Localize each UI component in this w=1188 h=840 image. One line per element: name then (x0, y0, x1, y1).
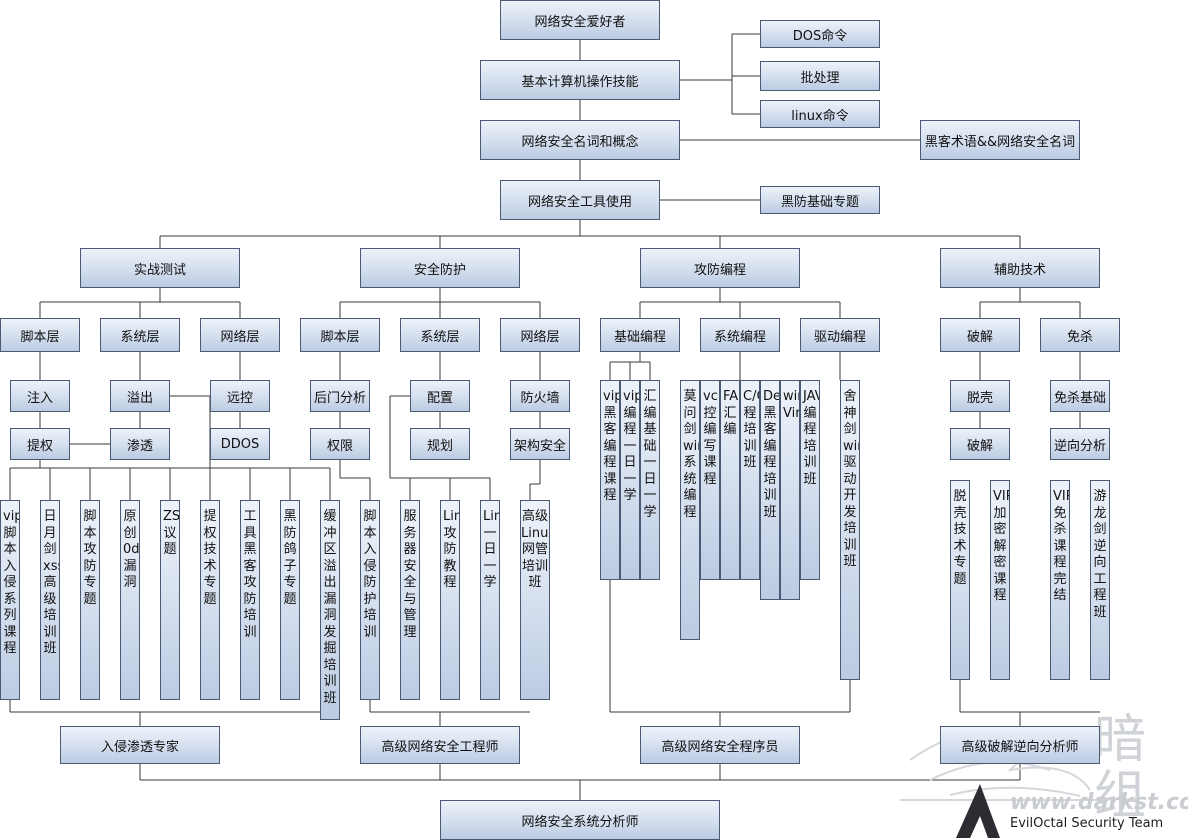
node-cracking-2: 破解 (950, 428, 1010, 460)
course-shesheng-driver: 舍神剑windows驱动开发培训班 (840, 380, 860, 680)
course-vc-remote: vc++远控编写课程 (700, 380, 720, 580)
node-basic-programming: 基础编程 (600, 318, 680, 352)
node-senior-security-programmer: 高级网络安全程序员 (640, 726, 800, 764)
node-av-evasion: 免杀 (1040, 318, 1120, 352)
course-win32pe-virus: win32PE Virus (780, 380, 800, 600)
node-linux-commands: linux命令 (760, 100, 880, 128)
course-script-attack-defense: 脚本攻防专题 (80, 500, 100, 700)
course-youlong-reverse: 游龙剑 逆向工程班 (1090, 480, 1110, 680)
node-defense-network-layer: 网络层 (500, 318, 580, 352)
course-unpacking-topic: 脱壳技术专题 (950, 480, 970, 680)
course-sun-moon-xss: 日月剑xss高级培训班 (40, 500, 60, 700)
course-tools-training: 工具黑客攻防培训 (240, 500, 260, 700)
node-permissions: 权限 (310, 428, 370, 460)
course-server-management: 服务器安全与管理 (400, 500, 420, 700)
course-vip-crypto: VIP加密解密课程 (990, 480, 1010, 680)
course-linux-admin: 高级Linux网管培训班 (520, 500, 550, 700)
node-backdoor-analysis: 后门分析 (310, 380, 370, 412)
node-security-defense: 安全防护 (360, 248, 520, 288)
node-heifang-topic: 黑防基础专题 (760, 186, 880, 214)
watermark-logo-text: 暗组 (1094, 710, 1146, 826)
node-defense-script-layer: 脚本层 (300, 318, 380, 352)
node-senior-reverse-analyst: 高级破解逆向分析师 (940, 726, 1100, 764)
node-dos-commands: DOS命令 (760, 20, 880, 48)
node-driver-programming: 驱动编程 (800, 318, 880, 352)
node-batch: 批处理 (760, 61, 880, 91)
course-original-0day: 原创0day漏洞 (120, 500, 140, 700)
node-senior-security-engineer: 高级网络安全工程师 (360, 726, 520, 764)
node-cracking: 破解 (940, 318, 1020, 352)
node-architecture-security: 架构安全 (510, 428, 570, 460)
node-injection: 注入 (10, 380, 70, 412)
course-java: JAVA编程培训班 (800, 380, 820, 580)
course-delphi: Delphi黑客编程培训班 (760, 380, 780, 600)
course-vip-programming-daily: vip编程一日一学 (620, 380, 640, 580)
node-configuration: 配置 (410, 380, 470, 412)
node-combat-network-layer: 网络层 (200, 318, 280, 352)
node-penetration: 渗透 (110, 428, 170, 460)
node-hacker-terms: 黑客术语&&网络安全名词 (920, 120, 1080, 160)
course-vip-script: vip脚本入侵系列课程 (0, 500, 20, 700)
node-intrusion-expert: 入侵渗透专家 (60, 726, 220, 764)
node-av-basics: 免杀基础 (1050, 380, 1110, 412)
node-system-programming: 系统编程 (700, 318, 780, 352)
node-security-system-analyst: 网络安全系统分析师 (440, 800, 720, 840)
course-heifang-pigeon: 黑防鸽子专题 (280, 500, 300, 700)
node-security-concepts: 网络安全名词和概念 (480, 120, 680, 160)
node-attack-defense-programming: 攻防编程 (640, 248, 800, 288)
node-ddos: DDOS (210, 428, 270, 460)
course-buffer-overflow: 缓冲区溢出漏洞发掘培训班 (320, 500, 340, 720)
node-defense-system-layer: 系统层 (400, 318, 480, 352)
node-combat-script-layer: 脚本层 (0, 318, 80, 352)
node-combat-system-layer: 系统层 (100, 318, 180, 352)
course-zst-topic: ZST议题 (160, 500, 180, 700)
node-basic-computer-skills: 基本计算机操作技能 (480, 60, 680, 100)
node-remote-control: 远控 (210, 380, 270, 412)
course-linux-tutorial: Linux攻防教程 (440, 500, 460, 700)
course-vip-av-evasion: VIP免杀课程 完结 (1050, 480, 1070, 680)
watermark-url: www.darkst.com (1010, 790, 1188, 815)
course-script-defense: 脚本入侵防护培训 (360, 500, 380, 700)
course-linux-daily: Linux一日一学 (480, 500, 500, 700)
course-asm-daily: 汇编基础一日一学 (640, 380, 660, 580)
node-security-tools: 网络安全工具使用 (500, 180, 660, 220)
node-auxiliary-tech: 辅助技术 (940, 248, 1100, 288)
node-privilege-escalation: 提权 (10, 428, 70, 460)
node-unpacking: 脱壳 (950, 380, 1010, 412)
node-security-enthusiast: 网络安全爱好者 (500, 0, 660, 40)
node-planning: 规划 (410, 428, 470, 460)
node-combat-test: 实战测试 (80, 248, 240, 288)
node-firewall: 防火墙 (510, 380, 570, 412)
node-overflow: 溢出 (110, 380, 170, 412)
course-fasm: FASMwin32汇编 (720, 380, 740, 580)
course-moxie-windows: 莫问剑windows系统编程 (680, 380, 700, 640)
course-vip-hacker-programming: vip黑客编程课程 (600, 380, 620, 580)
course-cpp-training: C/C++编程培训班 (740, 380, 760, 580)
course-privesc-topic: 提权技术专题 (200, 500, 220, 700)
watermark-team: EvilOctal Security Team (1010, 816, 1164, 831)
node-reverse-analysis: 逆向分析 (1050, 428, 1110, 460)
